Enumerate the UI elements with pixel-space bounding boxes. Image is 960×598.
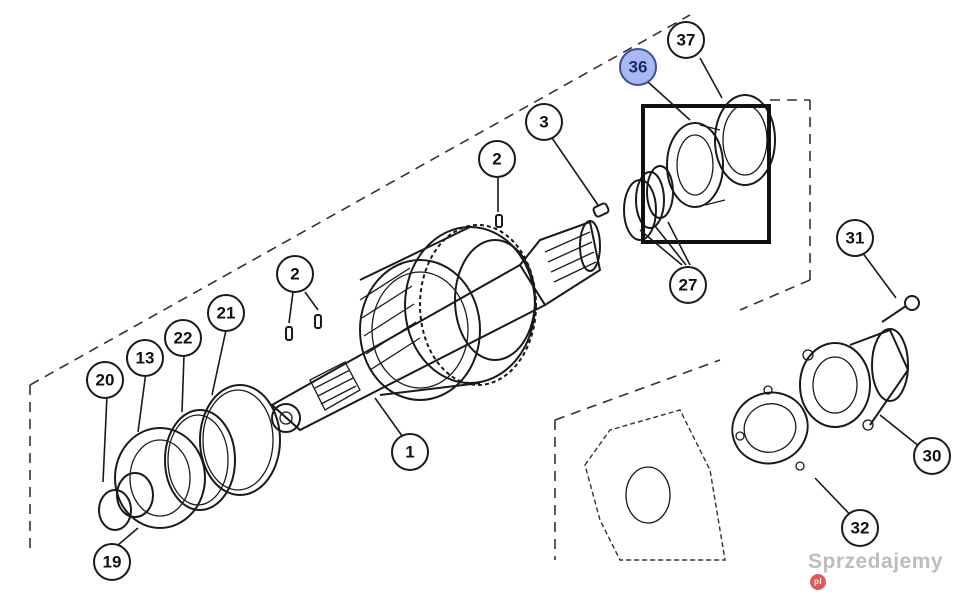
callout-2-upper[interactable]: 2 [478, 140, 516, 178]
pin-parts [285, 214, 503, 341]
leader-lines [102, 57, 931, 546]
seal-rings [98, 384, 281, 531]
callout-22[interactable]: 22 [164, 319, 202, 357]
case-plate [584, 409, 726, 561]
callout-36-highlighted[interactable]: 36 [619, 48, 657, 86]
callout-1[interactable]: 1 [391, 433, 429, 471]
callout-3[interactable]: 3 [525, 103, 563, 141]
callout-19[interactable]: 19 [93, 543, 131, 581]
svg-text:37: 37 [677, 31, 696, 50]
callout-20[interactable]: 20 [86, 361, 124, 399]
svg-text:31: 31 [846, 229, 865, 248]
svg-text:13: 13 [136, 349, 155, 368]
bearing-assembly [666, 94, 776, 208]
watermark: Sprzedajemypl [808, 550, 960, 598]
svg-text:2: 2 [492, 150, 501, 169]
svg-text:2: 2 [290, 265, 299, 284]
clutch-drum [359, 224, 537, 401]
svg-text:19: 19 [103, 553, 122, 572]
callout-13[interactable]: 13 [126, 339, 164, 377]
callout-27[interactable]: 27 [669, 266, 707, 304]
watermark-text: Sprzedajemy [808, 550, 944, 573]
callout-2-lower[interactable]: 2 [276, 255, 314, 293]
snap-rings [623, 165, 674, 241]
highlight-box [641, 104, 771, 244]
svg-text:36: 36 [629, 58, 648, 77]
svg-text:1: 1 [405, 443, 414, 462]
svg-text:30: 30 [923, 447, 942, 466]
svg-text:22: 22 [174, 329, 193, 348]
cover-housing [799, 328, 910, 431]
part-3-pin [592, 202, 610, 218]
callout-30[interactable]: 30 [913, 437, 951, 475]
main-shaft [270, 220, 602, 433]
gasket [731, 385, 809, 471]
svg-text:3: 3 [539, 113, 548, 132]
bolt [881, 295, 920, 323]
callout-37[interactable]: 37 [667, 21, 705, 59]
watermark-badge: pl [810, 574, 826, 590]
svg-text:21: 21 [217, 304, 236, 323]
svg-text:27: 27 [679, 276, 698, 295]
svg-text:20: 20 [96, 371, 115, 390]
callout-21[interactable]: 21 [207, 294, 245, 332]
assembly-boundary [29, 14, 811, 560]
callout-32[interactable]: 32 [841, 509, 879, 547]
callout-31[interactable]: 31 [836, 219, 874, 257]
svg-text:32: 32 [851, 519, 870, 538]
